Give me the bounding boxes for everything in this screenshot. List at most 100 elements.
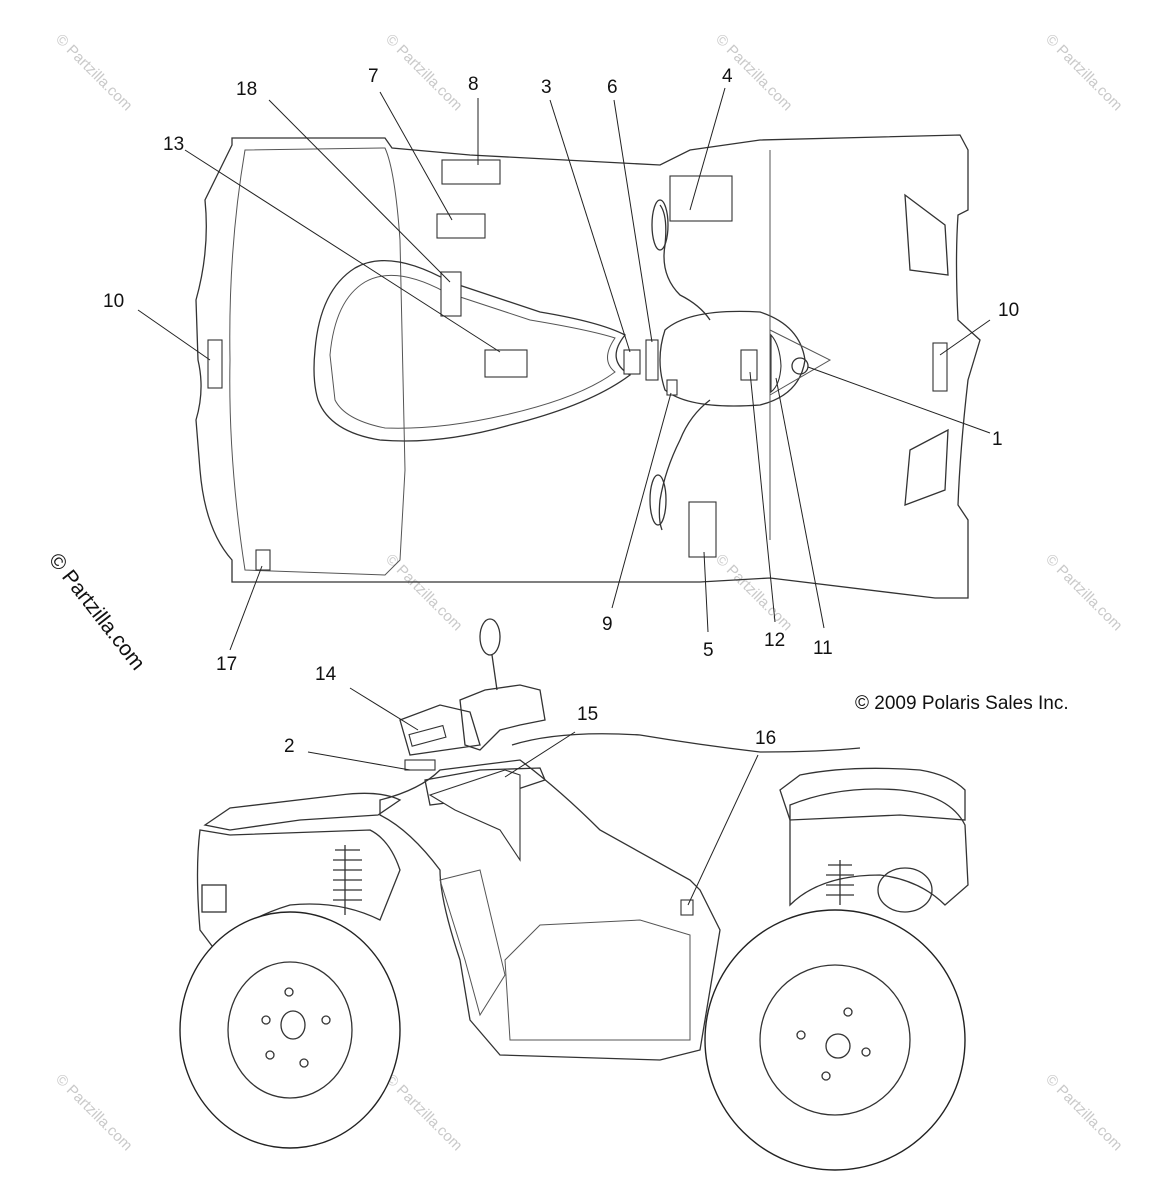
decal-11 bbox=[770, 333, 782, 394]
decal-5 bbox=[688, 501, 717, 558]
side-view-mirror bbox=[479, 618, 501, 656]
callout-14: 14 bbox=[315, 664, 337, 685]
leader-line bbox=[611, 392, 672, 609]
decal-14 bbox=[408, 724, 447, 747]
side-view-rear-fender bbox=[789, 788, 969, 907]
top-view-headlight-upper bbox=[904, 193, 949, 276]
leader-line bbox=[379, 91, 453, 221]
decal-3 bbox=[623, 349, 641, 375]
watermark: © Partzilla.com bbox=[1042, 551, 1125, 634]
top-view-atv bbox=[137, 87, 991, 651]
copyright-notice: © 2009 Polaris Sales Inc. bbox=[855, 693, 1069, 714]
callouts: 18 7 8 3 6 4 13 10 10 1 17 9 5 12 11 14 … bbox=[103, 66, 1019, 757]
side-view-rear-light bbox=[877, 867, 933, 913]
callout-4: 4 bbox=[722, 66, 733, 87]
leader-line bbox=[229, 565, 263, 651]
callout-17: 17 bbox=[216, 654, 237, 675]
decal-13 bbox=[484, 349, 528, 378]
decal-15 bbox=[428, 769, 521, 862]
callout-6: 6 bbox=[607, 77, 618, 98]
top-view-headlight-lower bbox=[904, 428, 949, 506]
top-view-seat bbox=[313, 259, 632, 442]
callout-18: 18 bbox=[236, 79, 257, 100]
side-view-front-light bbox=[201, 884, 227, 913]
top-view-mirror-lower bbox=[649, 474, 667, 526]
side-view-tank bbox=[424, 767, 546, 806]
callout-8: 8 bbox=[468, 74, 479, 95]
callout-2: 2 bbox=[284, 736, 295, 757]
callout-1: 1 bbox=[992, 429, 1003, 450]
side-view-front-rack bbox=[203, 792, 402, 831]
callout-13: 13 bbox=[163, 134, 184, 155]
side-view-body bbox=[379, 759, 721, 1061]
decal-4 bbox=[669, 175, 733, 222]
top-view-front-edge bbox=[769, 150, 832, 540]
leader-line bbox=[504, 731, 576, 778]
callout-10-rear: 10 bbox=[103, 291, 124, 312]
side-view-rear-wheel bbox=[704, 909, 966, 1171]
watermark: © Partzilla.com bbox=[52, 31, 135, 114]
watermark: © Partzilla.com bbox=[382, 1071, 465, 1154]
top-view-handlebar-upper bbox=[659, 204, 711, 321]
callout-3: 3 bbox=[541, 77, 552, 98]
decal-2 bbox=[404, 759, 436, 771]
leader-line bbox=[689, 87, 726, 211]
decal-16 bbox=[680, 899, 694, 916]
watermark: © Partzilla.com bbox=[382, 31, 465, 114]
callout-16: 16 bbox=[755, 728, 776, 749]
side-view-handlebar bbox=[459, 684, 546, 751]
decal-10-front bbox=[932, 342, 948, 392]
leader-line bbox=[703, 551, 709, 633]
decal-17 bbox=[255, 549, 271, 571]
callout-10-front: 10 bbox=[998, 300, 1019, 321]
leader-line bbox=[184, 149, 501, 353]
side-view-atv bbox=[179, 618, 969, 1171]
callout-12: 12 bbox=[764, 630, 785, 651]
side-view-mirror-stem bbox=[491, 654, 498, 691]
callout-5: 5 bbox=[703, 640, 714, 661]
callout-11: 11 bbox=[813, 638, 833, 659]
decal-9 bbox=[666, 379, 678, 396]
leader-line bbox=[687, 754, 759, 906]
leader-line bbox=[268, 99, 451, 283]
side-view-seat bbox=[511, 733, 861, 753]
callout-15: 15 bbox=[577, 704, 598, 725]
leader-line bbox=[307, 751, 411, 771]
decal-12 bbox=[740, 349, 758, 381]
top-view-handlebar-lower bbox=[658, 399, 711, 531]
top-view-mirror-upper bbox=[651, 199, 669, 251]
watermark: © Partzilla.com bbox=[382, 551, 465, 634]
watermark: © Partzilla.com bbox=[52, 1071, 135, 1154]
top-view-gas-cap bbox=[791, 357, 809, 375]
watermark: © Partzilla.com bbox=[1042, 31, 1125, 114]
side-watermark: © Partzilla.com bbox=[44, 549, 149, 675]
side-view-footwell bbox=[504, 919, 691, 1041]
top-view-handlebar-pod bbox=[659, 310, 806, 407]
watermark: © Partzilla.com bbox=[712, 551, 795, 634]
top-view-body-outline bbox=[195, 134, 981, 599]
leader-line bbox=[137, 309, 211, 361]
decal-8 bbox=[441, 159, 501, 185]
side-view-rear-rack bbox=[779, 767, 966, 821]
side-view-front-fender bbox=[196, 829, 401, 952]
leader-line bbox=[807, 366, 991, 434]
top-view-seat-inner bbox=[329, 274, 616, 429]
leader-line bbox=[549, 99, 631, 353]
side-view-front-panel bbox=[439, 869, 506, 1017]
decal-6 bbox=[645, 339, 659, 381]
decal-7 bbox=[436, 213, 486, 239]
side-view-front-wheel bbox=[179, 911, 401, 1149]
watermark: © Partzilla.com bbox=[1042, 1071, 1125, 1154]
leader-line bbox=[939, 319, 991, 356]
decal-18 bbox=[440, 271, 462, 317]
leader-line bbox=[775, 377, 825, 629]
side-view-rear-shock bbox=[826, 860, 854, 905]
side-view-instrument-pod bbox=[399, 704, 481, 756]
callout-9: 9 bbox=[602, 614, 613, 635]
decal-10-rear bbox=[207, 339, 223, 389]
side-view-front-shock bbox=[333, 845, 362, 915]
leader-line bbox=[613, 99, 653, 343]
top-view-inner-outline bbox=[229, 147, 406, 576]
leader-line bbox=[349, 687, 419, 731]
